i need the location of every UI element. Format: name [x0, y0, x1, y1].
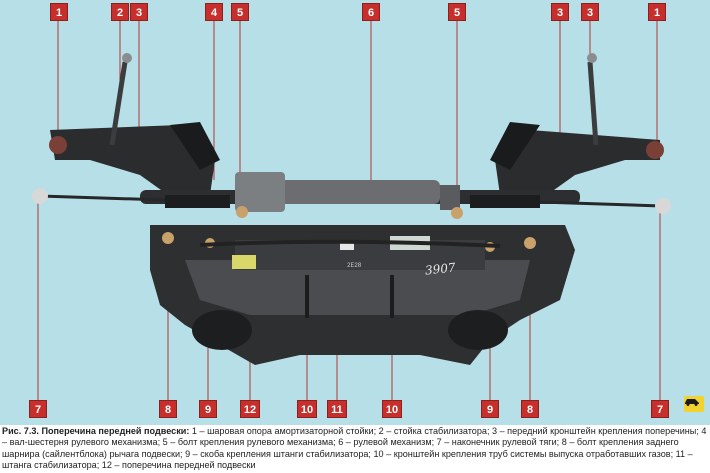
callout-8-right: 8 [521, 400, 539, 418]
stabilizer-bar [199, 239, 501, 248]
stamp-code: 2E28 [347, 262, 362, 269]
caption-text: 1 – шаровая опора амортизаторной стойки;… [2, 426, 707, 471]
callout-12: 12 [240, 400, 260, 418]
callout-4: 4 [205, 3, 223, 21]
stabilizer-links [109, 61, 599, 146]
callout-3-right-a: 3 [551, 3, 569, 21]
suspension-photo: 2E28 3907 1 2 3 4 5 6 5 3 3 1 7 8 9 12 1… [0, 0, 710, 425]
callout-6: 6 [362, 3, 380, 21]
callout-9-right: 9 [481, 400, 499, 418]
yellow-label [232, 255, 256, 269]
steering-rack [140, 172, 580, 212]
figure-caption: Рис. 7.3. Поперечина передней подвески: … [2, 426, 708, 472]
callout-8-left: 8 [159, 400, 177, 418]
brackets [50, 122, 660, 200]
callout-10-right: 10 [382, 400, 402, 418]
callout-1-right: 1 [648, 3, 666, 21]
crossmember-illustration [32, 20, 671, 400]
callout-5-right: 5 [448, 3, 466, 21]
callout-7-right: 7 [651, 400, 669, 418]
callout-3-right-b: 3 [581, 3, 599, 21]
car-icon [684, 396, 704, 412]
callout-2: 2 [111, 3, 129, 21]
caption-title: Рис. 7.3. Поперечина передней подвески: [2, 426, 190, 436]
callout-9-left: 9 [199, 400, 217, 418]
exhaust-brackets [305, 275, 394, 318]
callout-3-left: 3 [130, 3, 148, 21]
callout-10-left: 10 [297, 400, 317, 418]
callout-5-left: 5 [231, 3, 249, 21]
tie-rods [39, 194, 663, 208]
callout-11: 11 [327, 400, 347, 418]
callout-1-left: 1 [50, 3, 68, 21]
callout-7-left: 7 [29, 400, 47, 418]
